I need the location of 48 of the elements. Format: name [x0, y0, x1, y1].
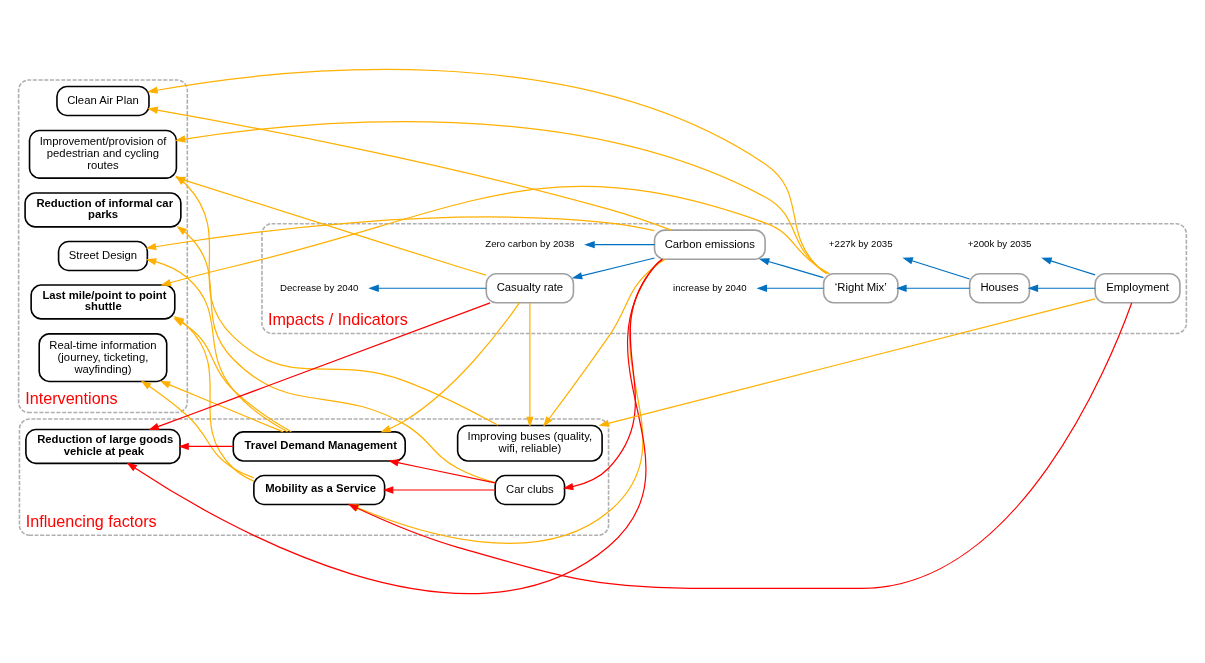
node-box: Reduction of informal car parks — [24, 192, 182, 228]
node-box: ‘Right Mix’ — [822, 272, 899, 304]
arrow — [147, 68, 827, 275]
node-box: Reduction of large goods vehicle at peak — [25, 428, 181, 465]
arrow — [380, 302, 520, 433]
node-box: Improvement/provision of pedestrian and cycling routes — [28, 129, 178, 179]
arrow — [145, 258, 289, 433]
node-text: Zero carbon by 2038 — [485, 238, 575, 250]
arrow — [147, 106, 673, 231]
node-box: Street Design — [57, 240, 149, 272]
arrow — [902, 257, 971, 280]
arrow — [368, 284, 487, 292]
arrow — [160, 185, 831, 287]
arrow — [176, 225, 496, 484]
arrow — [145, 216, 655, 251]
arrow — [140, 380, 255, 479]
arrow — [178, 442, 234, 451]
node-box: Casualty rate — [485, 272, 575, 304]
arrow — [584, 241, 656, 249]
arrow — [896, 284, 971, 292]
node-box: Car clubs — [494, 474, 566, 506]
arrow — [382, 486, 496, 494]
arrow — [1041, 257, 1096, 276]
node-box: Improving buses (quality, wifi, reliable) — [456, 424, 603, 462]
node-box: Carbon emissions — [653, 229, 766, 260]
node-box: Travel Demand Management — [232, 431, 406, 462]
node-box: Clean Air Plan — [56, 85, 150, 117]
arrow — [562, 258, 664, 491]
node-text: +200k by 2035 — [967, 238, 1032, 250]
arrow — [543, 258, 666, 427]
node-box: Mobility as a Service — [253, 474, 386, 506]
node-text: increase by 2040 — [673, 281, 747, 293]
arrow — [159, 380, 284, 433]
arrow — [758, 258, 824, 279]
node-text: Decrease by 2040 — [279, 281, 359, 293]
node-box: Houses — [968, 272, 1031, 304]
node-box: Last mile/point to point shuttle — [30, 284, 176, 320]
arrow — [388, 459, 496, 484]
arrow — [126, 258, 663, 594]
node-box: Real-time information (journey, ticketing, wayfinding) — [38, 333, 168, 383]
arrow — [598, 298, 1096, 427]
arrow — [526, 302, 534, 428]
node-text: +227k by 2035 — [828, 238, 893, 250]
arrow — [148, 302, 491, 431]
arrow — [756, 284, 824, 292]
node-box: Employment — [1094, 272, 1181, 304]
arrow — [571, 257, 656, 280]
arrow — [1027, 284, 1096, 292]
